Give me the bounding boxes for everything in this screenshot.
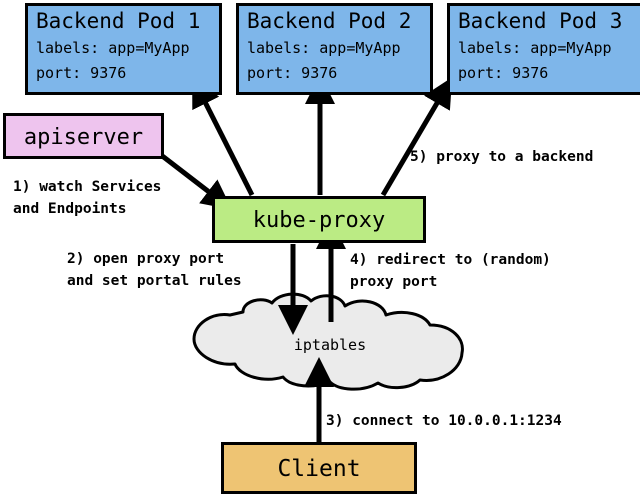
step-4-annotation: 4) redirect to (random) proxy port xyxy=(350,252,551,290)
step-2-annotation: 2) open proxy port and set portal rules xyxy=(67,251,242,289)
backend-pod-3-box[interactable]: Backend Pod 3 labels: app=MyApp port: 93… xyxy=(447,3,640,95)
backend-pod-2-title: Backend Pod 2 xyxy=(247,9,412,33)
kube-proxy-box[interactable]: kube-proxy xyxy=(212,196,426,243)
kube-proxy-label: kube-proxy xyxy=(252,208,386,233)
step-3-annotation: 3) connect to 10.0.0.1:1234 xyxy=(326,413,562,429)
backend-pod-1-labels: labels: app=MyApp xyxy=(36,39,190,57)
backend-pod-2-labels: labels: app=MyApp xyxy=(247,39,401,57)
backend-pod-1-box[interactable]: Backend Pod 1 labels: app=MyApp port: 93… xyxy=(25,3,222,95)
arrow-apiserver-to-kubeproxy xyxy=(159,153,233,210)
apiserver-box[interactable]: apiserver xyxy=(3,113,164,159)
step-5-annotation: 5) proxy to a backend xyxy=(410,149,594,165)
iptables-label: iptables xyxy=(293,336,367,354)
backend-pod-2-box[interactable]: Backend Pod 2 labels: app=MyApp port: 93… xyxy=(236,3,433,95)
client-box[interactable]: Client xyxy=(221,442,417,494)
step-1-annotation: 1) watch Services and Endpoints xyxy=(13,179,162,217)
backend-pod-3-labels: labels: app=MyApp xyxy=(458,39,612,57)
arrow-kubeproxy-to-pod1 xyxy=(192,76,255,197)
backend-pod-3-title: Backend Pod 3 xyxy=(458,9,623,33)
backend-pod-1-title: Backend Pod 1 xyxy=(36,9,201,33)
backend-pod-3-port: port: 9376 xyxy=(458,64,549,82)
client-label: Client xyxy=(277,456,361,482)
backend-pod-2-port: port: 9376 xyxy=(247,64,338,82)
apiserver-label: apiserver xyxy=(23,125,144,150)
backend-pod-1-port: port: 9376 xyxy=(36,64,127,82)
